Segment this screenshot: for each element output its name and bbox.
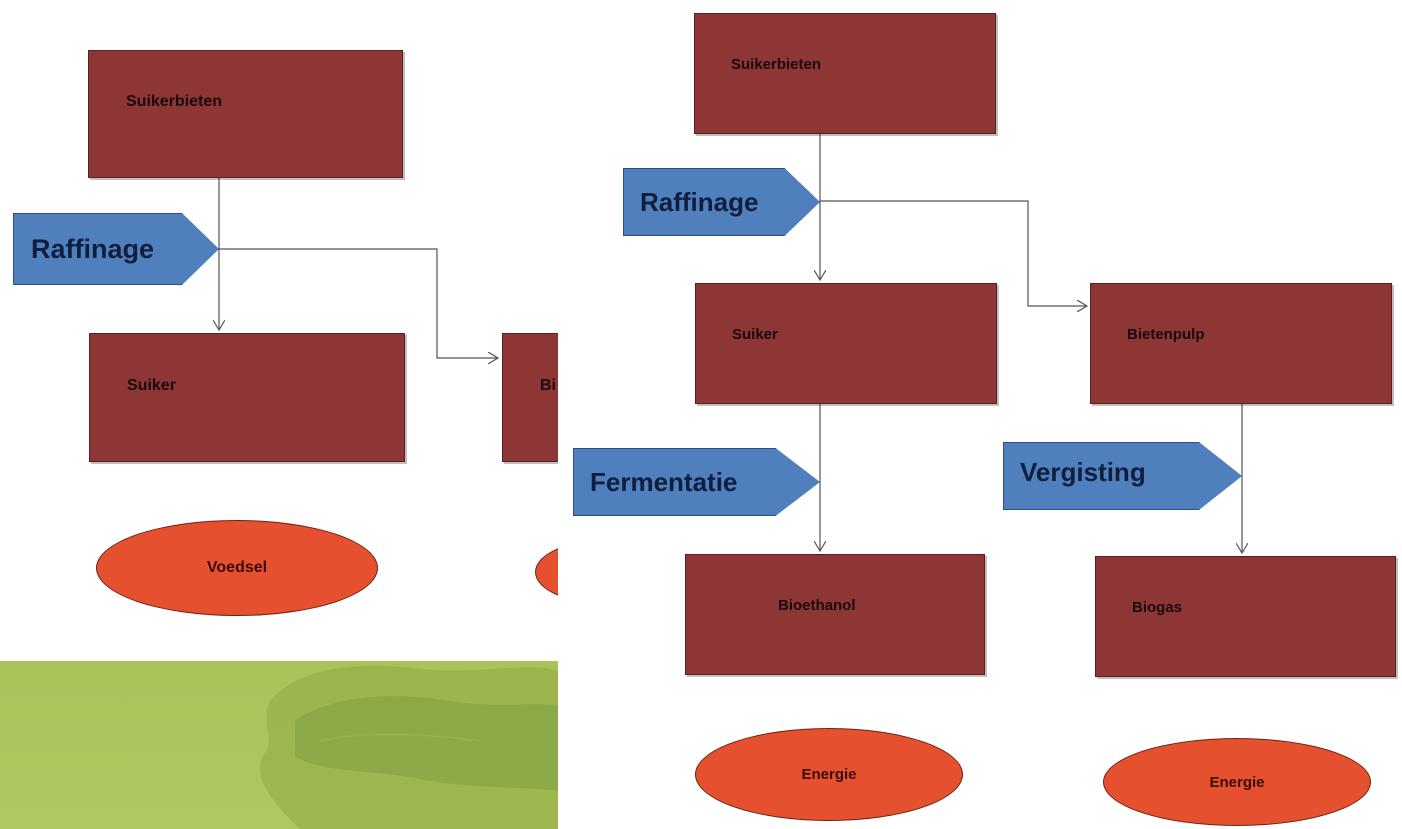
leaf-banner-image <box>0 661 558 829</box>
suiker-label: Suiker <box>732 326 778 343</box>
energie-oval-1: Energie <box>695 728 963 821</box>
voedsel-oval: Voedsel <box>96 520 378 616</box>
raffinage-label: Raffinage <box>640 186 759 217</box>
raffinage-tag: Raffinage <box>13 213 219 285</box>
bioethanol-label: Bioethanol <box>778 597 856 614</box>
partial-oval <box>535 540 558 604</box>
suikerbieten-label: Suikerbieten <box>126 93 223 110</box>
bietenpulp-box: Bi <box>502 333 558 462</box>
suiker-box: Suiker <box>89 333 405 462</box>
suiker-box: Suiker <box>695 283 997 404</box>
vergisting-tag: Vergisting <box>1003 442 1242 510</box>
bietenpulp-box: Bietenpulp <box>1090 283 1392 404</box>
right-diagram-panel: Suikerbieten Raffinage Suiker Bietenpulp… <box>558 0 1402 829</box>
bietenpulp-label: Bietenpulp <box>1127 326 1205 343</box>
leaf-graphic <box>259 665 558 829</box>
fermentatie-label: Fermentatie <box>590 466 738 497</box>
suiker-label: Suiker <box>127 377 176 394</box>
raffinage-tag: Raffinage <box>623 168 820 236</box>
suikerbieten-label: Suikerbieten <box>731 56 822 73</box>
energie-label-2: Energie <box>1209 773 1265 791</box>
energie-oval-2: Energie <box>1103 738 1371 826</box>
suikerbieten-box: Suikerbieten <box>88 50 403 178</box>
biogas-label: Biogas <box>1132 599 1183 616</box>
voedsel-label: Voedsel <box>206 559 268 576</box>
left-diagram-panel: Suikerbieten Raffinage Suiker Bi Voedsel <box>0 0 558 829</box>
raffinage-label: Raffinage <box>31 233 155 264</box>
vergisting-label: Vergisting <box>1020 457 1146 487</box>
bioethanol-box: Bioethanol <box>685 554 985 675</box>
biogas-box: Biogas <box>1095 556 1396 677</box>
bietenpulp-label: Bi <box>540 377 556 394</box>
suikerbieten-box: Suikerbieten <box>694 13 996 134</box>
fermentatie-tag: Fermentatie <box>573 448 820 516</box>
energie-label-1: Energie <box>801 766 857 783</box>
